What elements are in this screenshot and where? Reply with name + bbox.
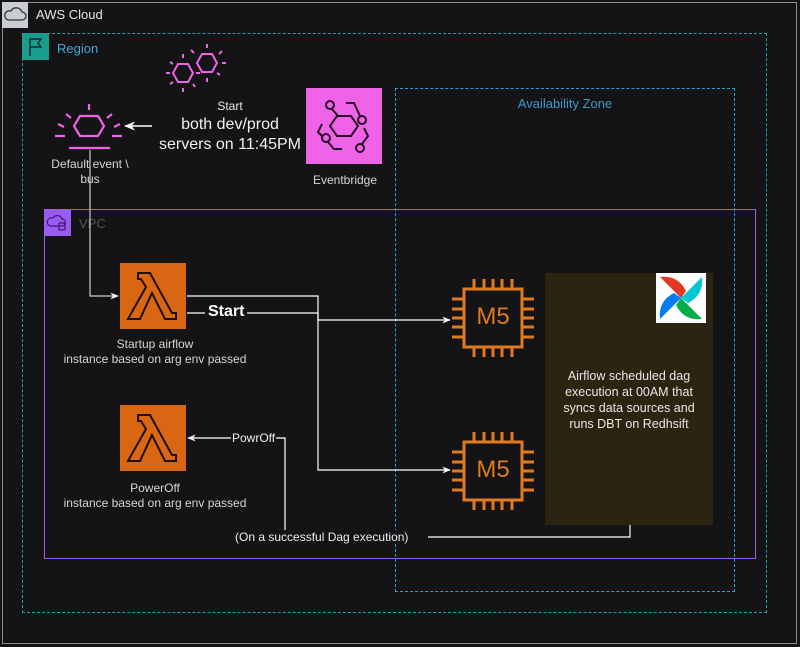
scheduled-rule-icon <box>166 44 226 92</box>
edge-startup-to-ec2-top <box>187 295 451 324</box>
scheduler-start-label: Start <box>217 99 243 113</box>
poweroff-lambda-label: PowerOff instance based on arg env passe… <box>40 481 270 511</box>
edge-startup-to-ec2-bottom <box>187 312 451 474</box>
note-line: Airflow scheduled dag <box>567 369 691 383</box>
cloud-icon <box>2 2 28 28</box>
edge-dag-to-poweroff <box>187 434 286 530</box>
ec2-instance-top[interactable]: M5 <box>448 273 538 363</box>
ec2-bottom-type: M5 <box>476 456 510 483</box>
event-bus-label-line1: Default event \ <box>51 157 129 171</box>
aws-cloud-label: AWS Cloud <box>36 7 103 22</box>
lambda-icon <box>126 414 177 462</box>
eventbridge-label: Eventbridge <box>312 173 378 187</box>
startup-lambda-label-line1: Startup airflow <box>116 337 194 351</box>
region-label: Region <box>57 41 99 56</box>
scheduler-label: both dev/prod servers on 11:45PM <box>150 115 310 155</box>
vpc-group <box>44 209 756 559</box>
note-line: syncs data sources and <box>563 401 695 415</box>
edge-start-label: Start <box>205 303 248 321</box>
note-line: execution at 00AM that <box>565 385 693 399</box>
airflow-note-text: Airflow scheduled dag execution at 00AM … <box>545 368 713 432</box>
lambda-icon <box>126 272 177 320</box>
airflow-pinwheel-icon <box>656 273 706 323</box>
scheduler-label-line1: both dev/prod <box>181 116 279 133</box>
ec2-top-type: M5 <box>476 303 510 330</box>
scheduler-label-line2: servers on 11:45PM <box>159 136 301 153</box>
startup-lambda-label-line2: instance based on arg env passed <box>63 352 247 366</box>
edge-poweroff-label: PowrOff <box>231 431 277 445</box>
startup-lambda-node[interactable] <box>120 263 186 329</box>
ec2-instance-bottom[interactable]: M5 <box>448 426 538 516</box>
chip-icon <box>452 279 534 357</box>
availability-zone-group <box>395 88 735 592</box>
flag-icon <box>22 33 49 60</box>
vpc-cloud-lock-icon <box>44 209 71 236</box>
availability-zone-label: Availability Zone <box>517 96 613 111</box>
event-bus-label: Default event \ bus <box>40 157 140 187</box>
edge-note-to-poweroff <box>428 525 631 538</box>
poweroff-lambda-label-line1: PowerOff <box>130 481 180 495</box>
eventbridge-node[interactable] <box>306 88 382 164</box>
edge-bus-to-startup <box>89 150 119 300</box>
startup-lambda-label: Startup airflow instance based on arg en… <box>40 337 270 367</box>
eventbridge-icon <box>316 100 370 153</box>
region-group <box>22 33 767 613</box>
note-line: runs DBT on Redhsift <box>569 417 689 431</box>
event-bus-icon <box>55 104 122 150</box>
event-bus-label-line2: bus <box>80 172 100 186</box>
edge-dag-success-label: (On a successful Dag execution) <box>233 530 411 544</box>
poweroff-lambda-node[interactable] <box>120 405 186 471</box>
vpc-label: VPC <box>79 216 106 231</box>
chip-icon <box>452 432 534 510</box>
poweroff-lambda-label-line2: instance based on arg env passed <box>63 496 247 510</box>
